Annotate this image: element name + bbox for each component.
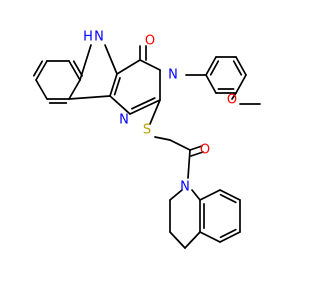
bond-11: [139, 59, 161, 71]
bond-29: [189, 145, 203, 151]
molecule-structure: H N O N N O S O N: [33, 30, 261, 249]
bond-39-double: [219, 193, 237, 204]
bond-18-double: [209, 60, 220, 76]
atom-o-carbonyl-top-label: O: [145, 34, 155, 49]
bond-32: [169, 189, 183, 201]
bond-0: [35, 60, 48, 81]
atom-o-methoxy-label: O: [227, 93, 237, 108]
bond-24: [231, 92, 237, 100]
bond-39: [219, 189, 241, 201]
bond-8-double: [113, 77, 121, 96]
bond-10: [116, 59, 141, 75]
bond-7: [68, 95, 111, 100]
atom-n-quinoline-label: N: [180, 180, 190, 195]
bond-23: [205, 74, 217, 94]
bond-4-double: [72, 60, 83, 77]
bond-13: [129, 99, 161, 115]
bond-9: [104, 44, 118, 75]
bond-1: [35, 79, 48, 100]
bond-26: [149, 99, 161, 125]
bond-21: [235, 74, 247, 94]
bond-6: [79, 44, 92, 81]
atom-o-carbonyl-amide-label: O: [200, 143, 210, 158]
bond-20: [235, 56, 247, 76]
bond-13-double: [131, 97, 156, 110]
bond-20-double: [232, 60, 243, 76]
bond-37: [191, 189, 201, 201]
atom-nh-label: N: [94, 30, 104, 45]
bond-31: [187, 149, 191, 179]
bond-lines: [33, 44, 261, 249]
bond-38: [199, 189, 221, 201]
bond-4: [68, 60, 81, 81]
bond-0-double: [33, 60, 44, 77]
bond-35: [184, 231, 201, 249]
bond-30: [190, 151, 204, 157]
bond-18: [205, 56, 217, 76]
bond-14: [109, 95, 131, 115]
atom-s-label: S: [143, 123, 151, 138]
bond-41: [219, 231, 241, 243]
bond-42: [199, 231, 221, 243]
bond-28: [169, 139, 191, 151]
bond-8: [109, 73, 118, 97]
bond-34: [169, 231, 186, 249]
atom-n3-label: N: [168, 68, 178, 83]
atom-h-label: H: [83, 30, 93, 45]
bond-3: [68, 79, 81, 100]
bond-41-double: [219, 228, 237, 239]
atom-n1-label: N: [119, 113, 129, 128]
bond-27: [154, 136, 171, 141]
